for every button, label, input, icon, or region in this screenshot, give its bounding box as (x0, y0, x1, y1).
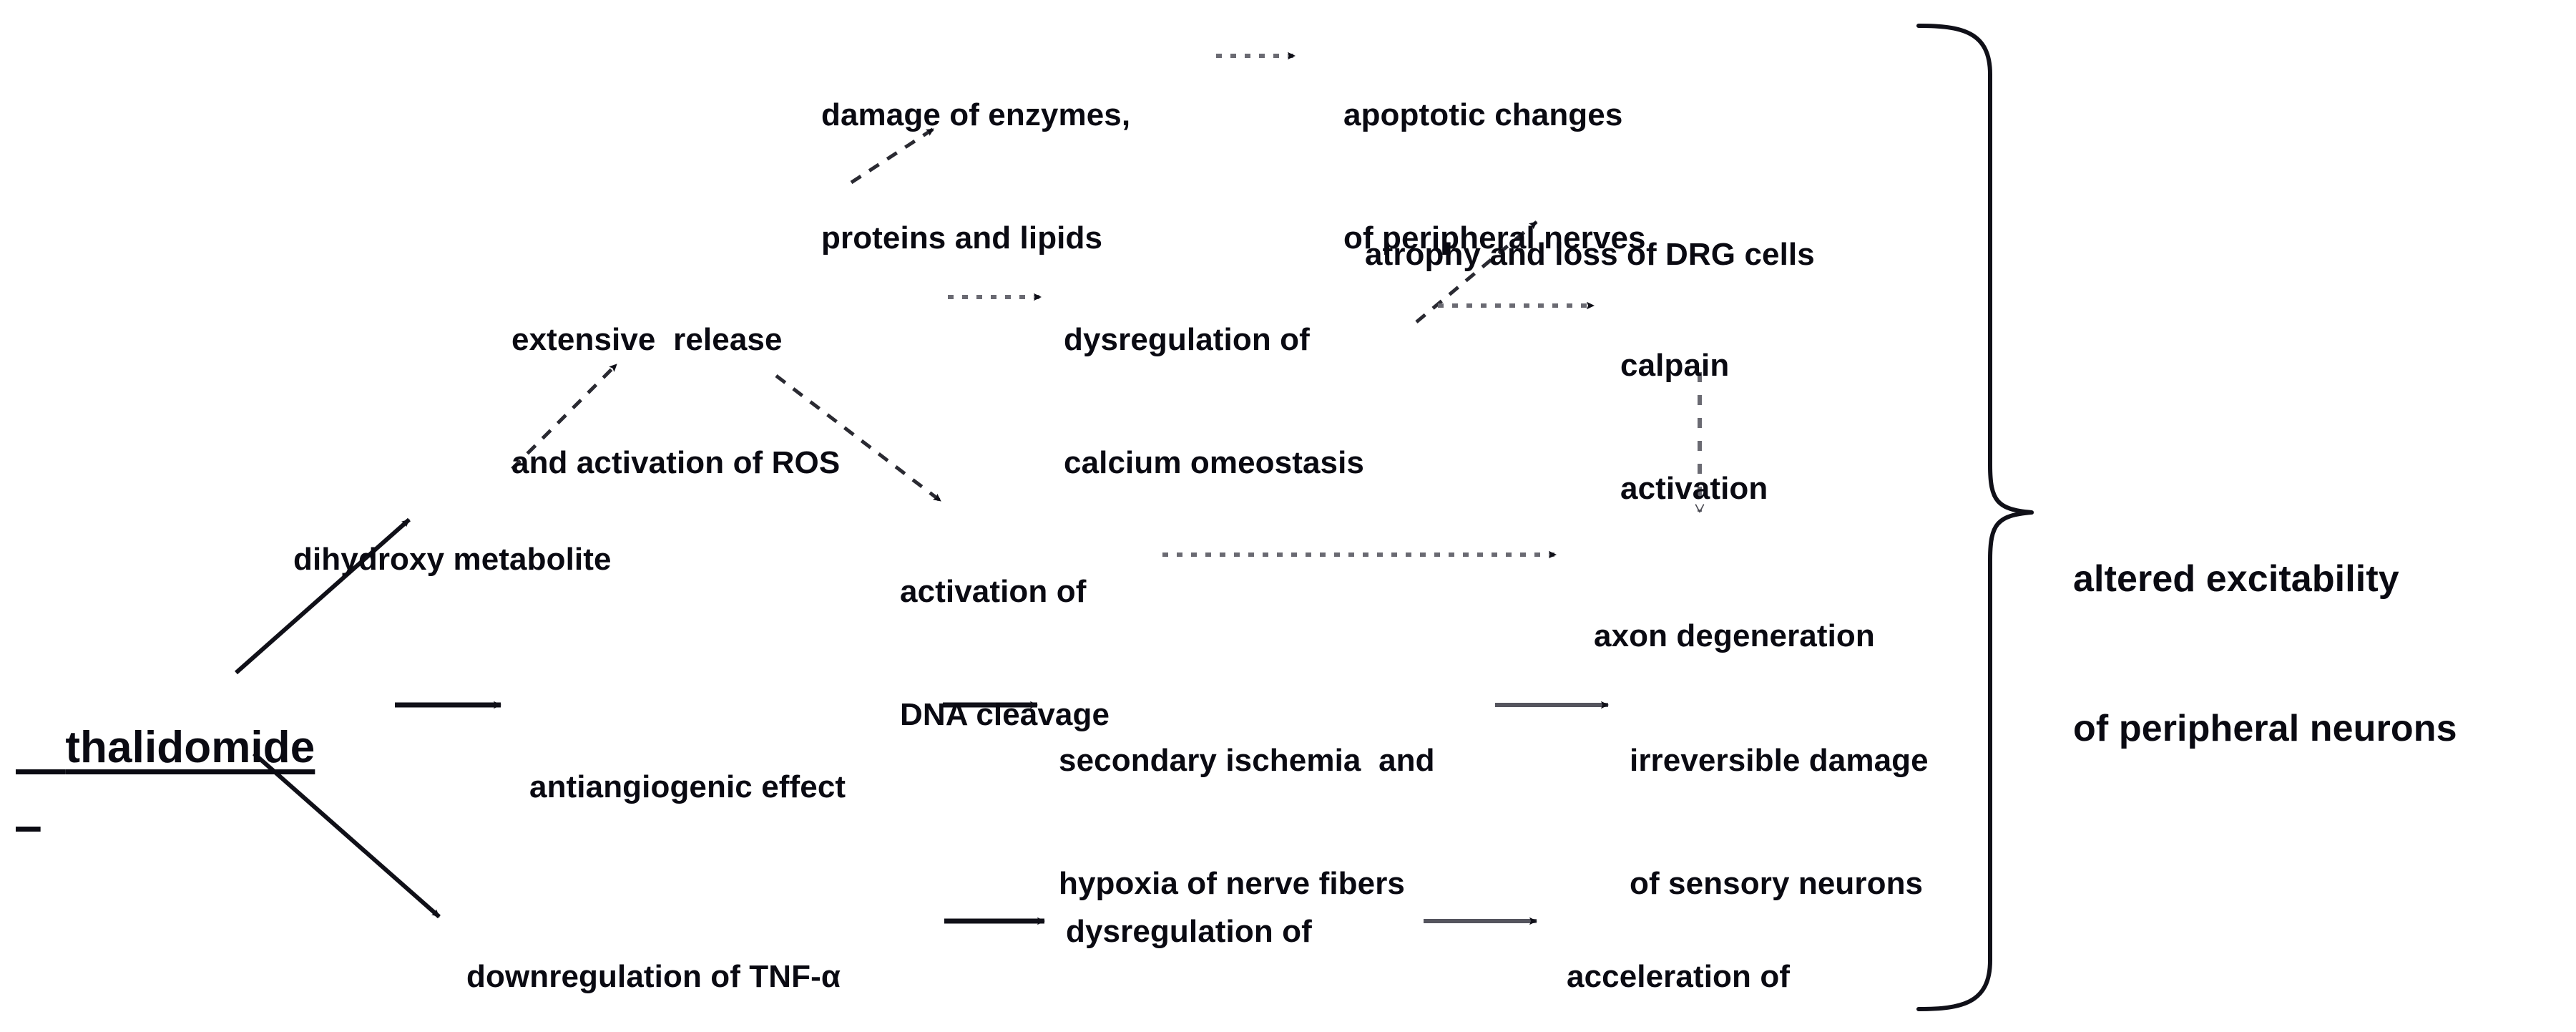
node-altered-excitability: altered excitability of peripheral neuro… (2073, 455, 2457, 854)
node-thalidomide: thalidomide (16, 661, 315, 834)
calcium-line-2: calcium omeostasis (1064, 444, 1364, 480)
node-neuronal-cell-death: acceleration of neuronal cell death (1567, 875, 1855, 1032)
cell-death-line-1: acceleration of (1567, 959, 1791, 995)
antiangiogenic-effect-label: antiangiogenic effect (529, 769, 846, 805)
calpain-line-2: activation (1620, 470, 1768, 506)
node-damage-of-enzymes: damage of enzymes, proteins and lipids (821, 13, 1130, 341)
grouping-brace (1916, 24, 2034, 1011)
node-apoptotic-changes: apoptotic changes of peripheral nerves (1343, 13, 1646, 341)
ischemia-line-1: secondary ischemia and (1059, 743, 1435, 779)
thalidomide-label: thalidomide (65, 722, 315, 772)
node-axon-degeneration: axon degeneration (1594, 534, 1875, 739)
axon-degeneration-label: axon degeneration (1594, 618, 1875, 654)
ros-line-2: and activation of ROS (511, 444, 841, 480)
neurotrophines-line-1: dysregulation of (1066, 914, 1312, 950)
damage-of-enzymes-line-2: proteins and lipids (821, 220, 1103, 255)
dna-cleavage-line-1: activation of (900, 574, 1087, 610)
ischemia-line-2: hypoxia of nerve fibers (1059, 865, 1406, 901)
node-dihydroxy-metabolite: dihydroxy metabolite (293, 457, 612, 662)
sensory-damage-line-2: of sensory neurons (1630, 865, 1924, 901)
atrophy-drg-cells-label: atrophy and loss of DRG cells (1365, 237, 1815, 273)
node-tnf-nfkb: downregulation of TNF-α and inhibition o… (466, 875, 841, 1032)
node-calpain-activation: calpain activation (1620, 263, 1768, 591)
calcium-line-1: dysregulation of (1064, 322, 1310, 358)
node-irreversible-damage: irreversible damage of sensory neurons (1630, 658, 1929, 986)
ros-line-1: extensive release (511, 322, 783, 358)
tnf-nfkb-line-1: downregulation of TNF-α (466, 959, 841, 995)
apoptotic-changes-line-2: of peripheral nerves (1343, 220, 1646, 255)
outcome-line-1: altered excitability (2073, 558, 2399, 600)
node-antiangiogenic-effect: antiangiogenic effect (529, 685, 846, 890)
dihydroxy-metabolite-label: dihydroxy metabolite (293, 542, 612, 578)
dna-cleavage-line-2: DNA cleavage (900, 696, 1110, 732)
node-dna-cleavage: activation of DNA cleavage (900, 490, 1110, 817)
node-neurotrophines: dysregulation of neurotrophines and thei… (1066, 829, 1352, 1032)
damage-of-enzymes-line-1: damage of enzymes, (821, 97, 1131, 133)
node-ros: extensive release and activation of ROS (511, 238, 840, 565)
node-atrophy-drg-cells: atrophy and loss of DRG cells (1365, 152, 1815, 357)
outcome-line-2: of peripheral neurons (2073, 708, 2457, 750)
sensory-damage-line-1: irreversible damage (1630, 743, 1929, 779)
node-secondary-ischemia: secondary ischemia and hypoxia of nerve … (1059, 658, 1435, 986)
calpain-line-1: calpain (1620, 348, 1730, 384)
node-calcium-omeostasis: dysregulation of calcium omeostasis (1064, 238, 1364, 565)
apoptotic-changes-line-1: apoptotic changes (1343, 97, 1623, 133)
